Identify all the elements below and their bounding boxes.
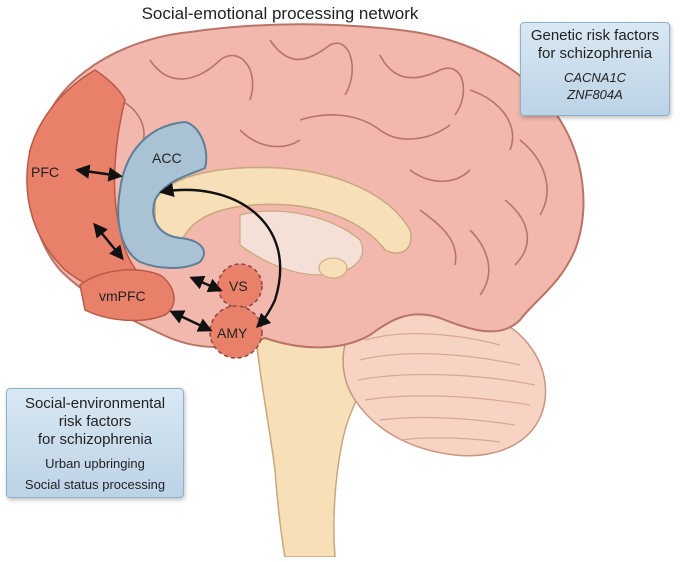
- connection-arrows: [75, 164, 282, 332]
- genetic-risk-box: Genetic risk factors for schizophrenia C…: [520, 22, 670, 116]
- social-item: Social status processing: [24, 477, 166, 492]
- cerebellum-folds: [357, 333, 536, 443]
- diagram-title: Social-emotional processing network: [141, 4, 419, 23]
- acc-label: ACC: [152, 150, 182, 166]
- social-item: Urban upbringing: [45, 456, 145, 471]
- genetic-heading-line2: for schizophrenia: [537, 45, 653, 62]
- arrow-pfc-acc: [75, 164, 123, 182]
- amy-label: AMY: [217, 325, 248, 341]
- pfc-label: PFC: [31, 164, 59, 180]
- genetic-item: CACNA1C: [563, 70, 627, 85]
- social-heading-line3: for schizophrenia: [37, 431, 153, 448]
- genetic-heading-line1: Genetic risk factors: [530, 27, 660, 44]
- arrow-acc-amy: [159, 182, 282, 329]
- pineal: [318, 257, 348, 279]
- cortex-gyri: [119, 39, 548, 296]
- genetic-item: ZNF804A: [567, 87, 623, 102]
- arrow-pfc-vmpfc: [93, 222, 124, 261]
- social-heading-line2: risk factors: [58, 413, 132, 430]
- social-heading-line1: Social-environmental: [24, 395, 166, 412]
- vmpfc-label: vmPFC: [99, 288, 146, 304]
- acc-region: [117, 120, 208, 269]
- vs-label: VS: [229, 278, 248, 294]
- social-risk-box: Social-environmental risk factors for sc…: [6, 388, 184, 498]
